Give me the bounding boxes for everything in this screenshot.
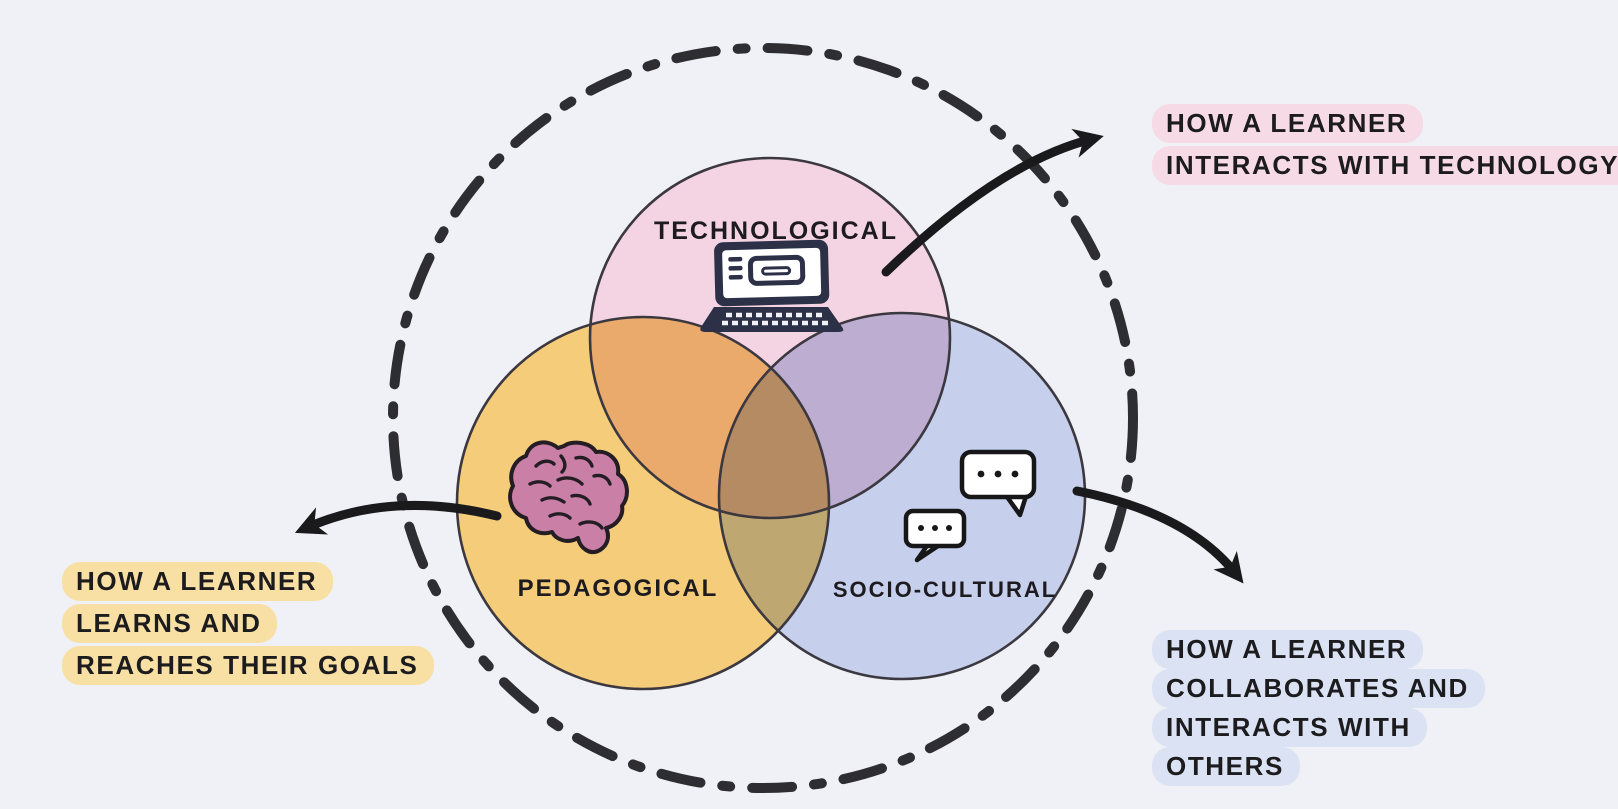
annotation-socio-cultural: HOW A LEARNER COLLABORATES AND INTERACTS… (1152, 630, 1485, 786)
venn-circles-fill-group (457, 158, 1085, 689)
annotation-line: HOW A LEARNER (1152, 630, 1424, 669)
annotation-line: INTERACTS WITH TECHNOLOGY (1152, 146, 1618, 185)
pedagogical-circle (457, 317, 829, 689)
annotation-line: OTHERS (1152, 747, 1300, 786)
socio-cultural-circle (719, 313, 1085, 679)
technological-label: TECHNOLOGICAL (654, 217, 898, 245)
annotation-line: INTERACTS WITH (1152, 708, 1427, 747)
annotation-line: COLLABORATES AND (1152, 669, 1485, 708)
brain-icon (508, 440, 629, 555)
annotation-line: HOW A LEARNER (1152, 104, 1424, 143)
arrow-to-technological-note (881, 128, 1104, 277)
arrow-to-pedagogical-note (294, 500, 502, 535)
laptop-icon (700, 239, 844, 332)
pedagogical-label: PEDAGOGICAL (518, 575, 719, 602)
annotation-line: HOW A LEARNER (62, 562, 334, 601)
annotation-line: REACHES THEIR GOALS (62, 646, 435, 685)
outer-dashed-circle (388, 43, 1138, 793)
pedagogical-circle-outline (455, 315, 831, 691)
arrow-to-socio-cultural-note (1072, 486, 1244, 584)
annotation-line: LEARNS AND (62, 604, 278, 643)
annotation-pedagogical: HOW A LEARNER LEARNS AND REACHES THEIR G… (62, 562, 435, 688)
annotation-technological: HOW A LEARNER INTERACTS WITH TECHNOLOGY (1152, 104, 1618, 188)
technological-circle-outline (588, 156, 952, 520)
socio-cultural-label: SOCIO-CULTURAL (833, 577, 1057, 602)
speech-bubbles-icon (903, 449, 1037, 563)
